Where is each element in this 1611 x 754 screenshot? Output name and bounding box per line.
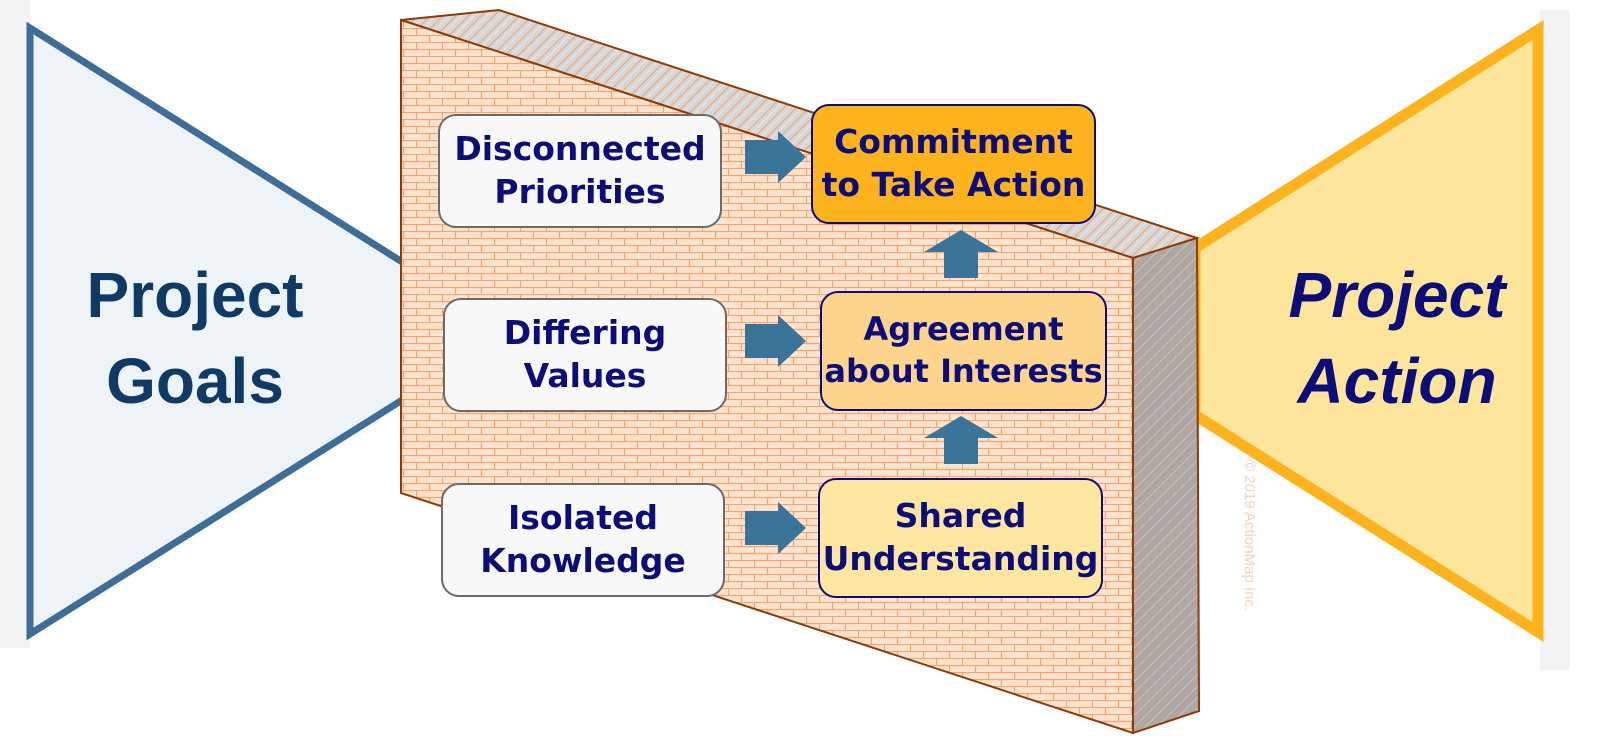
box-text-line: Understanding [822,539,1099,578]
commitment-box: Commitment to Take Action [811,104,1096,224]
project-action-line: Action [1297,345,1497,418]
box-text-line: Priorities [494,172,666,211]
right-edge-strip [1540,10,1570,670]
up-arrow-icon [924,416,998,464]
box-text-line: Disconnected [454,129,706,169]
box-text-line: about Interests [824,352,1103,390]
obstacle-box: Disconnected Priorities [438,114,722,228]
box-text-line: Values [523,356,647,395]
project-action-label: Project Action [1262,252,1532,425]
box-text-line: Commitment [834,122,1073,162]
project-goals-label: Project Goals [75,252,315,425]
right-arrow-icon [745,315,806,367]
box-text-line: Isolated [508,498,658,538]
box-text-line: Agreement [863,310,1064,349]
shared-understanding-box: Shared Understanding [818,478,1103,598]
box-text-line: to Take Action [821,165,1086,204]
box-text-line: Knowledge [480,541,686,580]
right-arrow-icon [745,502,806,554]
project-goals-line: Goals [106,345,284,418]
obstacle-box: Isolated Knowledge [441,483,725,597]
agreement-box: Agreement about Interests [820,291,1107,411]
box-text-line: Differing [503,313,667,353]
obstacle-box: Differing Values [443,298,727,412]
up-arrow-icon [924,230,998,278]
left-edge-strip [0,0,30,648]
project-goals-line: Project [86,259,304,331]
wall-side-face [1132,236,1201,735]
copyright-text: © 2019 ActionMap Inc. [1241,460,1258,612]
right-arrow-icon [745,131,806,183]
box-text-line: Shared [894,496,1027,536]
project-action-line: Project [1288,259,1506,331]
